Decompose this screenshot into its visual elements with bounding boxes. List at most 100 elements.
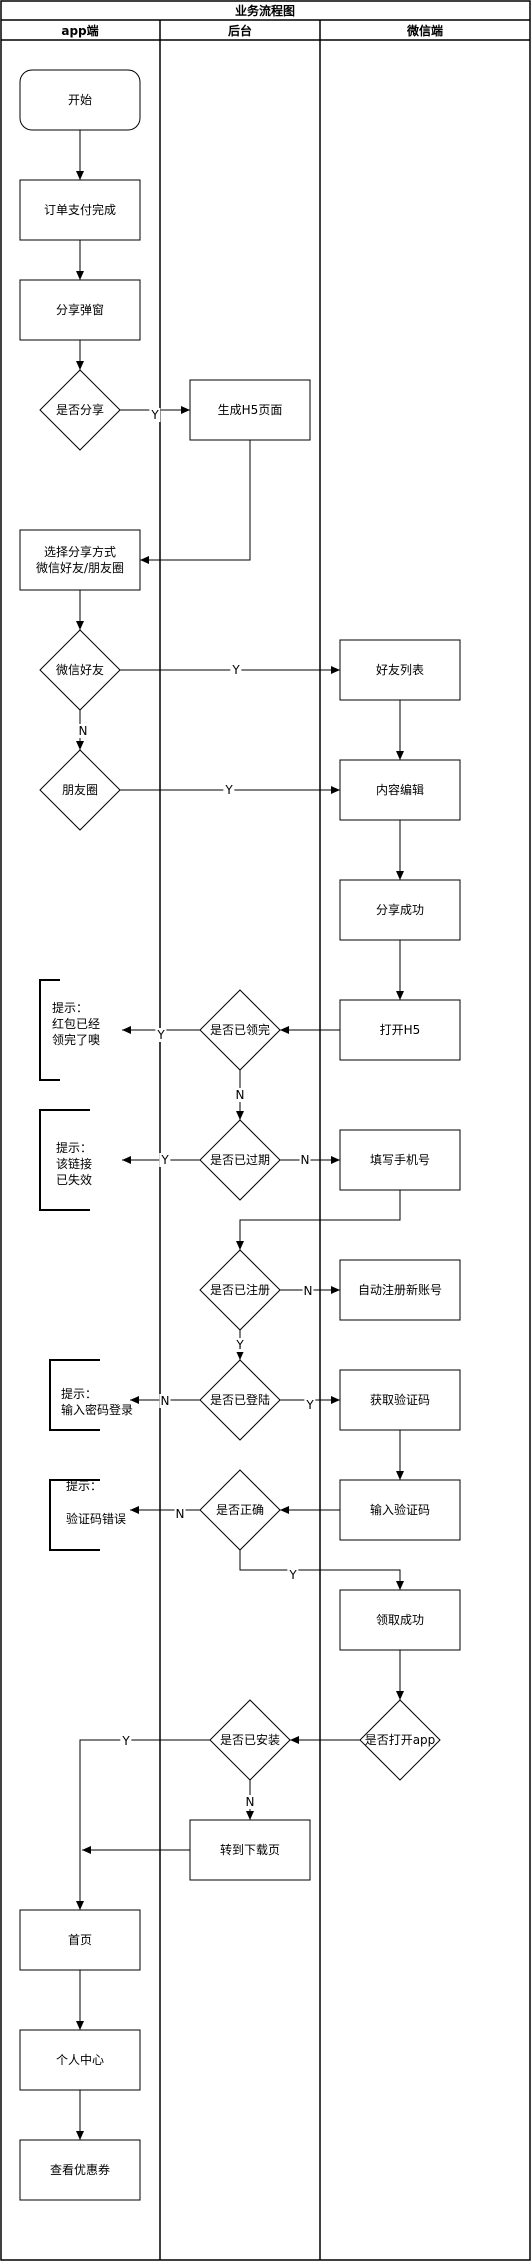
node-auto-register: 自动注册新账号 [339,1259,461,1321]
svg-text:是否已过期: 是否已过期 [210,1153,270,1167]
node-content-edit: 内容编辑 [339,759,461,821]
node-input-code: 输入验证码 [339,1479,461,1541]
svg-text:分享弹窗: 分享弹窗 [56,302,104,317]
edge-gen-h5-choose [140,440,251,564]
node-share-success: 分享成功 [339,879,461,941]
label-friend-no: N [79,724,88,738]
label-correct-yes: Y [288,1568,297,1582]
node-goto-download: 转到下载页 [189,1819,311,1881]
svg-text:已失效: 已失效 [56,1172,92,1187]
svg-text:是否正确: 是否正确 [216,1503,264,1517]
edge-label-backing [159,1394,171,1408]
lane-header-backend: 后台 [228,23,252,38]
svg-text:是否分享: 是否分享 [56,402,104,417]
edge-label-backing [77,724,89,738]
svg-text:填写手机号: 填写手机号 [370,1153,430,1167]
node-share-popup: 分享弹窗 [19,279,141,341]
svg-text:生成H5页面: 生成H5页面 [218,403,283,417]
node-personal-center: 个人中心 [19,2029,141,2091]
label-share-yes: Y [150,408,159,422]
node-is-share: 是否分享 [39,369,121,451]
svg-text:提示：: 提示： [52,1000,88,1015]
svg-text:首页: 首页 [68,1933,92,1947]
svg-text:开始: 开始 [68,93,92,107]
label-installed-no: N [246,1795,255,1809]
svg-text:内容编辑: 内容编辑 [376,782,424,797]
annotation-received: 提示： 红包已经 领完了噢 [39,979,100,1081]
label-received-no: N [236,1088,245,1102]
label-installed-yes: Y [121,1734,130,1748]
svg-text:选择分享方式: 选择分享方式 [44,544,116,559]
edge-is-correct-receive [239,1550,404,1590]
svg-text:是否已注册: 是否已注册 [210,1282,270,1297]
svg-text:红包已经: 红包已经 [52,1016,100,1031]
label-logged-yes: Y [305,1398,314,1412]
svg-text:查看优惠券: 查看优惠券 [50,2162,110,2177]
annotation-code-error: 提示： 验证码错误 [49,1478,126,1551]
edge-fill-phone-is-registered [236,1190,401,1250]
svg-text:获取验证码: 获取验证码 [370,1392,430,1407]
svg-text:分享成功: 分享成功 [376,902,424,917]
label-friend-yes: Y [231,663,240,677]
svg-text:是否打开app: 是否打开app [365,1733,436,1747]
node-open-h5: 打开H5 [339,999,461,1061]
node-is-expired: 是否已过期 [199,1119,281,1201]
node-is-correct: 是否正确 [199,1469,281,1551]
svg-text:是否已安装: 是否已安装 [220,1732,280,1747]
node-friend-list: 好友列表 [339,639,461,701]
svg-text:提示：: 提示： [61,1386,97,1401]
svg-text:输入验证码: 输入验证码 [370,1502,430,1517]
edge-label-backing [159,1153,171,1167]
label-registered-no: N [304,1284,313,1298]
svg-text:自动注册新账号: 自动注册新账号 [358,1282,442,1297]
edge-label-backing [234,1338,246,1352]
lane-header-app: app端 [61,23,98,38]
edge-is-installed-home [76,1739,210,1910]
svg-text:领取成功: 领取成功 [376,1613,424,1627]
edge-labels: Y Y N Y Y N Y N N Y N Y N Y Y N [77,408,316,1809]
edge-label-backing [230,663,242,677]
node-is-installed: 是否已安装 [209,1699,291,1781]
node-is-received: 是否已领完 [199,989,281,1071]
svg-text:订单支付完成: 订单支付完成 [44,202,116,217]
label-received-yes: Y [156,1028,165,1042]
label-moments-yes: Y [224,783,233,797]
node-fill-phone: 填写手机号 [339,1129,461,1191]
node-home: 首页 [19,1909,141,1971]
svg-text:提示：: 提示： [56,1140,92,1155]
svg-text:输入密码登录: 输入密码登录 [61,1402,133,1417]
edge-label-backing [244,1795,256,1809]
edge-label-backing [120,1734,132,1748]
node-is-open-app: 是否打开app [359,1699,441,1781]
node-start: 开始 [19,69,141,131]
node-view-coupon: 查看优惠券 [19,2139,141,2201]
node-is-logged-in: 是否已登陆 [199,1359,281,1441]
edge-label-backing [223,783,235,797]
diagram-title: 业务流程图 [235,3,295,18]
node-moments: 朋友圈 [39,749,121,831]
svg-text:是否已领完: 是否已领完 [210,1022,270,1037]
svg-text:打开H5: 打开H5 [380,1023,421,1037]
label-expired-no: N [301,1153,310,1167]
node-is-registered: 是否已注册 [199,1249,281,1331]
node-gen-h5: 生成H5页面 [189,379,311,441]
edge-label-backing [302,1284,314,1298]
svg-text:个人中心: 个人中心 [56,2052,104,2067]
node-order-paid: 订单支付完成 [19,179,141,241]
edge-label-backing [234,1088,246,1102]
annotation-expired: 提示： 该链接 已失效 [39,1109,92,1211]
edge-label-backing [304,1398,316,1412]
node-wechat-friend: 微信好友 [39,629,121,711]
node-get-code: 获取验证码 [339,1369,461,1431]
lane-header-wechat: 微信端 [406,23,443,38]
label-correct-no: N [176,1507,185,1521]
edge-label-backing [299,1153,311,1167]
svg-text:验证码错误: 验证码错误 [66,1511,126,1526]
label-registered-yes: Y [235,1338,244,1352]
svg-text:微信好友/朋友圈: 微信好友/朋友圈 [36,561,124,575]
edge-label-backing [149,408,161,422]
node-choose-share: 选择分享方式 微信好友/朋友圈 [19,529,141,591]
